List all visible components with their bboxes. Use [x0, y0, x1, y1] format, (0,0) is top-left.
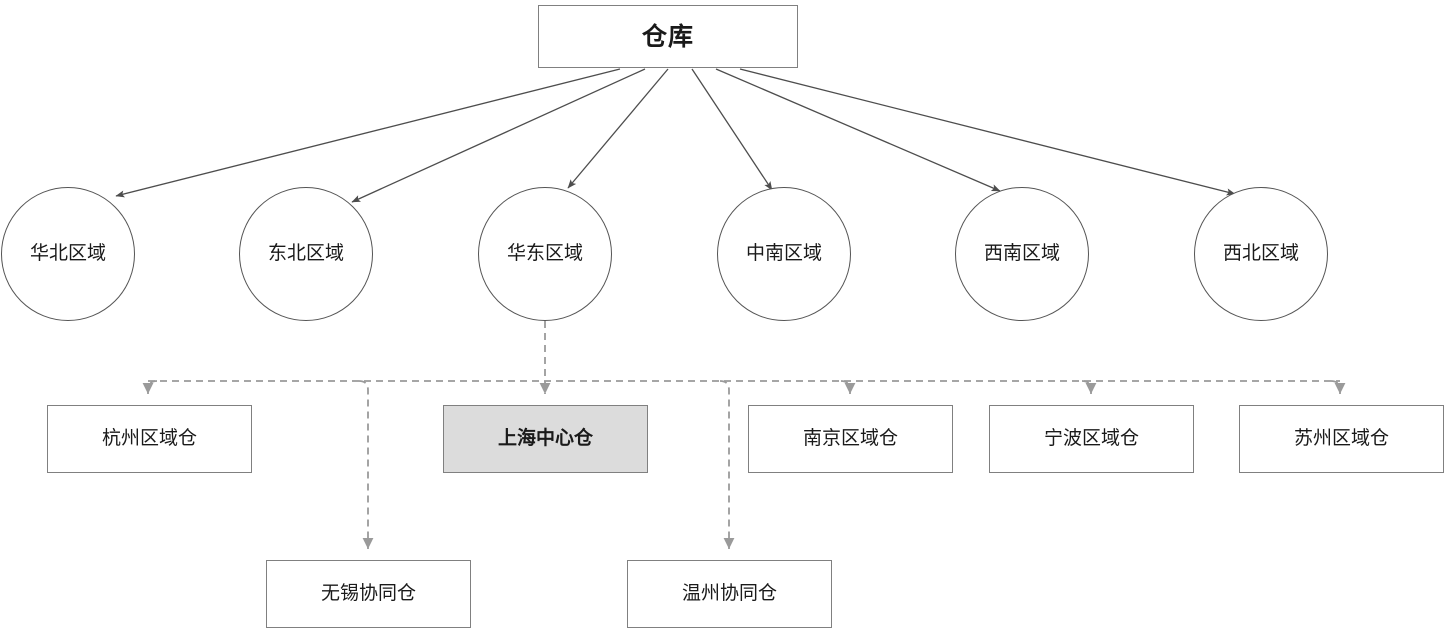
region-circle[interactable]: 华东区域	[478, 187, 612, 321]
region-circle-label: 东北区域	[267, 242, 344, 264]
warehouse-box-label: 南京区域仓	[802, 427, 898, 449]
root-to-region-arrow	[567, 68, 669, 189]
region-circle-label: 华东区域	[506, 242, 583, 264]
root-to-region-arrow	[115, 68, 621, 198]
region-circle[interactable]: 西北区域	[1194, 187, 1328, 321]
region-circle[interactable]: 中南区域	[717, 187, 851, 321]
warehouse-box[interactable]: 杭州区域仓	[47, 405, 252, 473]
warehouse-box-label: 宁波区域仓	[1043, 427, 1139, 449]
warehouse-box-label: 杭州区域仓	[101, 427, 197, 449]
bus-drop-to-warehouse	[358, 380, 374, 549]
root-node-label: 仓库	[641, 22, 694, 51]
warehouse-box-label: 上海中心仓	[497, 427, 593, 449]
root-to-region-arrow	[715, 68, 1001, 192]
bus-drop-to-warehouse	[840, 380, 856, 394]
region-circle-label: 中南区域	[745, 242, 822, 264]
warehouse-box-label: 无锡协同仓	[320, 582, 416, 604]
region-circle[interactable]: 东北区域	[239, 187, 373, 321]
root-to-region-arrow	[351, 68, 646, 203]
warehouse-box[interactable]: 无锡协同仓	[266, 560, 471, 628]
warehouse-box-label: 苏州区域仓	[1293, 427, 1389, 449]
region-circle-label: 西北区域	[1222, 242, 1299, 264]
region-circle-label: 西南区域	[983, 242, 1060, 264]
region-circle-label: 华北区域	[29, 242, 106, 264]
root-node-warehouse[interactable]: 仓库	[538, 5, 798, 68]
warehouse-box-highlighted[interactable]: 上海中心仓	[443, 405, 648, 473]
root-to-region-arrow	[739, 68, 1236, 196]
warehouse-box[interactable]: 南京区域仓	[748, 405, 953, 473]
root-edge-group	[115, 68, 1236, 203]
root-to-region-arrow	[691, 68, 773, 191]
warehouse-box[interactable]: 温州协同仓	[627, 560, 832, 628]
bus-drop-to-warehouse	[142, 380, 158, 394]
bus-drop-to-warehouse	[1330, 380, 1346, 394]
bus-drop-to-warehouse	[1081, 380, 1097, 394]
warehouse-box[interactable]: 苏州区域仓	[1239, 405, 1444, 473]
bus-drop-to-warehouse	[719, 380, 735, 549]
warehouse-box-label: 温州协同仓	[681, 582, 777, 604]
region-circle[interactable]: 华北区域	[1, 187, 135, 321]
warehouse-box[interactable]: 宁波区域仓	[989, 405, 1194, 473]
region-circle[interactable]: 西南区域	[955, 187, 1089, 321]
